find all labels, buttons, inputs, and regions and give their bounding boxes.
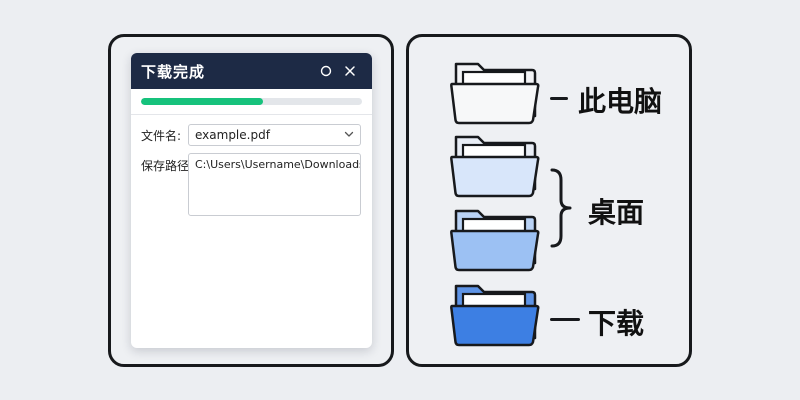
dash-computer: [550, 97, 568, 100]
download-dialog: 下载完成 文件名: example.pdf 保存路径: C:\Users\Use…: [131, 53, 372, 348]
filename-value: example.pdf: [195, 128, 270, 142]
folder-light-blue-icon: [450, 135, 540, 198]
dialog-title: 下载完成: [141, 62, 206, 81]
divider: [131, 114, 372, 115]
folder-mid-blue-icon: [450, 209, 540, 272]
brace-icon: [550, 168, 572, 248]
save-path-label: 保存路径:: [141, 159, 194, 173]
folder-white-icon: [450, 62, 540, 125]
download-progress-bar: [141, 98, 362, 105]
progress-fill: [141, 98, 263, 105]
dash-downloads: [550, 318, 580, 321]
label-downloads: 下载: [588, 307, 645, 340]
circle-icon[interactable]: [314, 59, 338, 83]
save-path-field[interactable]: C:\Users\Username\Downloads: [188, 153, 361, 216]
label-desktop: 桌面: [588, 196, 645, 229]
label-computer: 此电脑: [578, 85, 663, 118]
dialog-titlebar: 下载完成: [131, 53, 372, 89]
close-icon[interactable]: [338, 59, 362, 83]
folder-blue-icon: [450, 284, 540, 347]
filename-label: 文件名:: [141, 129, 182, 143]
chevron-down-icon: [344, 128, 354, 142]
filename-select[interactable]: example.pdf: [188, 124, 361, 146]
